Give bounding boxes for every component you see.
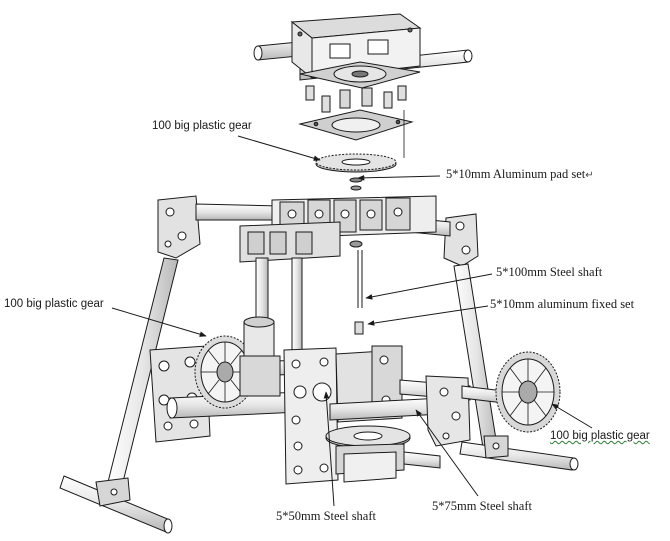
leader-lines xyxy=(111,135,593,507)
label-shaft-100: 5*100mm Steel shaft xyxy=(496,265,603,279)
top-mount-plate xyxy=(253,13,473,158)
label-gear-right: 100 big plastic gear xyxy=(550,430,650,442)
upper-frame xyxy=(157,195,479,267)
label-pad-set-text: 5*10mm Aluminum pad set xyxy=(446,167,586,181)
label-shaft-75: 5*75mm Steel shaft xyxy=(432,499,532,513)
label-gear-top: 100 big plastic gear xyxy=(152,120,252,132)
vertical-posts xyxy=(255,250,364,355)
gear-top xyxy=(315,153,397,191)
label-gear-left: 100 big plastic gear xyxy=(4,298,104,310)
label-fixed-set: 5*10mm aluminum fixed set xyxy=(490,297,635,311)
gear-right xyxy=(495,351,561,433)
label-pad-set: 5*10mm Aluminum pad set↵ xyxy=(446,168,594,182)
label-shaft-50: 5*50mm Steel shaft xyxy=(276,509,376,523)
paragraph-mark-icon: ↵ xyxy=(585,170,594,181)
